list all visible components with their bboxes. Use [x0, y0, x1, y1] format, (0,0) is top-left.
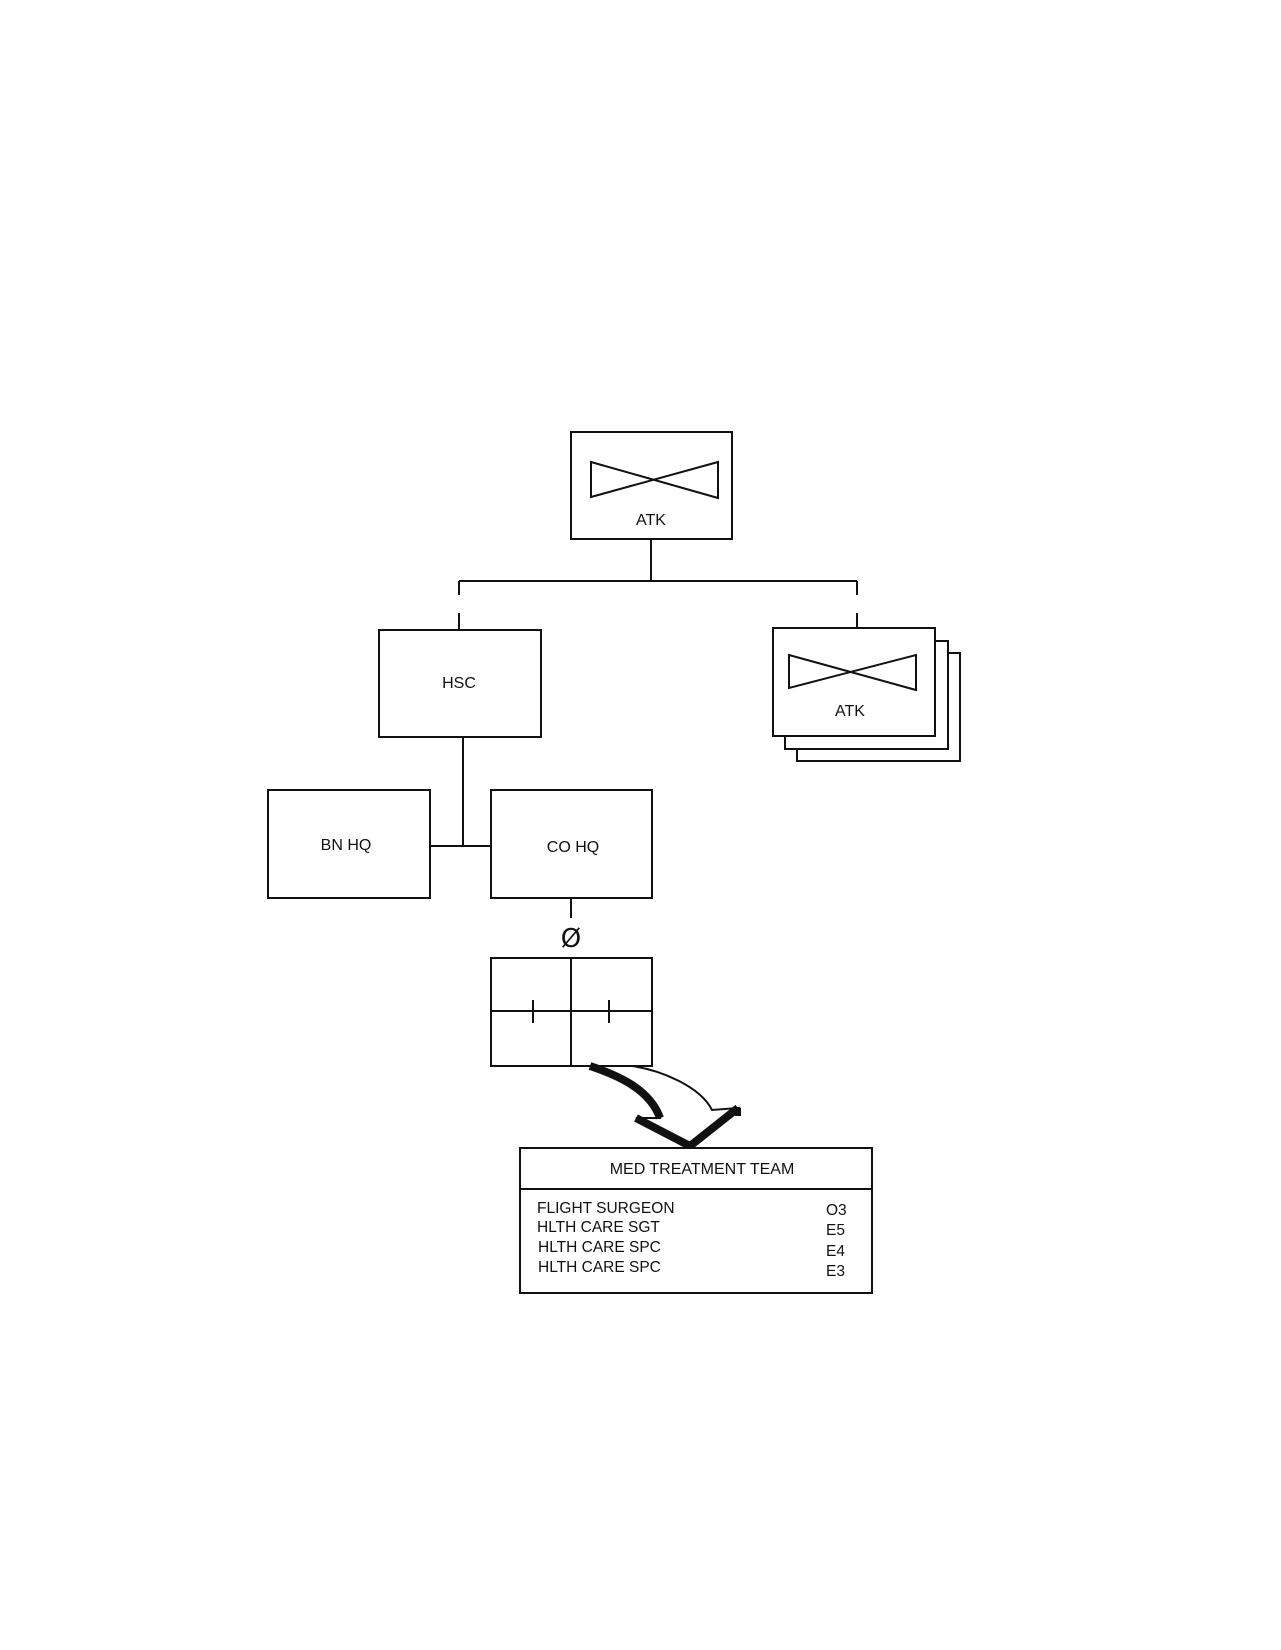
medical-section-node [490, 957, 653, 1067]
top-connectors [458, 539, 858, 630]
bn-hq-label: BN HQ [321, 837, 372, 854]
stack-card-front [772, 627, 936, 737]
top-atk-label: ATK [636, 512, 666, 529]
hsc-connectors [430, 737, 491, 847]
atk-companies-label: ATK [835, 703, 865, 720]
team-member-position: HLTH CARE SGT [537, 1219, 660, 1236]
attack-aviation-bowtie-icon [788, 653, 917, 692]
expand-arrow-icon [588, 1062, 742, 1151]
co-hq-label: CO HQ [547, 839, 599, 856]
team-member-grade: E3 [826, 1263, 845, 1280]
atk-companies-node: ATK [772, 627, 961, 762]
team-member-grade: E5 [826, 1222, 845, 1239]
med-treatment-team-table: MED TREATMENT TEAM FLIGHT SURGEON O3 HLT… [519, 1147, 873, 1294]
hsc-node: HSC [378, 629, 542, 738]
bn-hq-node: BN HQ [267, 789, 431, 899]
attack-aviation-bowtie-icon [590, 460, 719, 500]
team-member-position: HLTH CARE SPC [538, 1239, 661, 1256]
medical-section-icon [491, 958, 652, 1066]
team-member-position: HLTH CARE SPC [538, 1259, 661, 1276]
hsc-label: HSC [442, 675, 476, 692]
team-member-grade: O3 [826, 1202, 847, 1219]
team-member-grade: E4 [826, 1243, 845, 1260]
top-atk-node: ATK [570, 431, 733, 540]
team-member-position: FLIGHT SURGEON [537, 1200, 675, 1217]
co-hq-node: CO HQ [490, 789, 653, 899]
co-hq-to-med-connector: Ø [561, 898, 581, 954]
team-title: MED TREATMENT TEAM [610, 1161, 795, 1178]
medical-section-symbol-label: Ø [561, 924, 581, 954]
